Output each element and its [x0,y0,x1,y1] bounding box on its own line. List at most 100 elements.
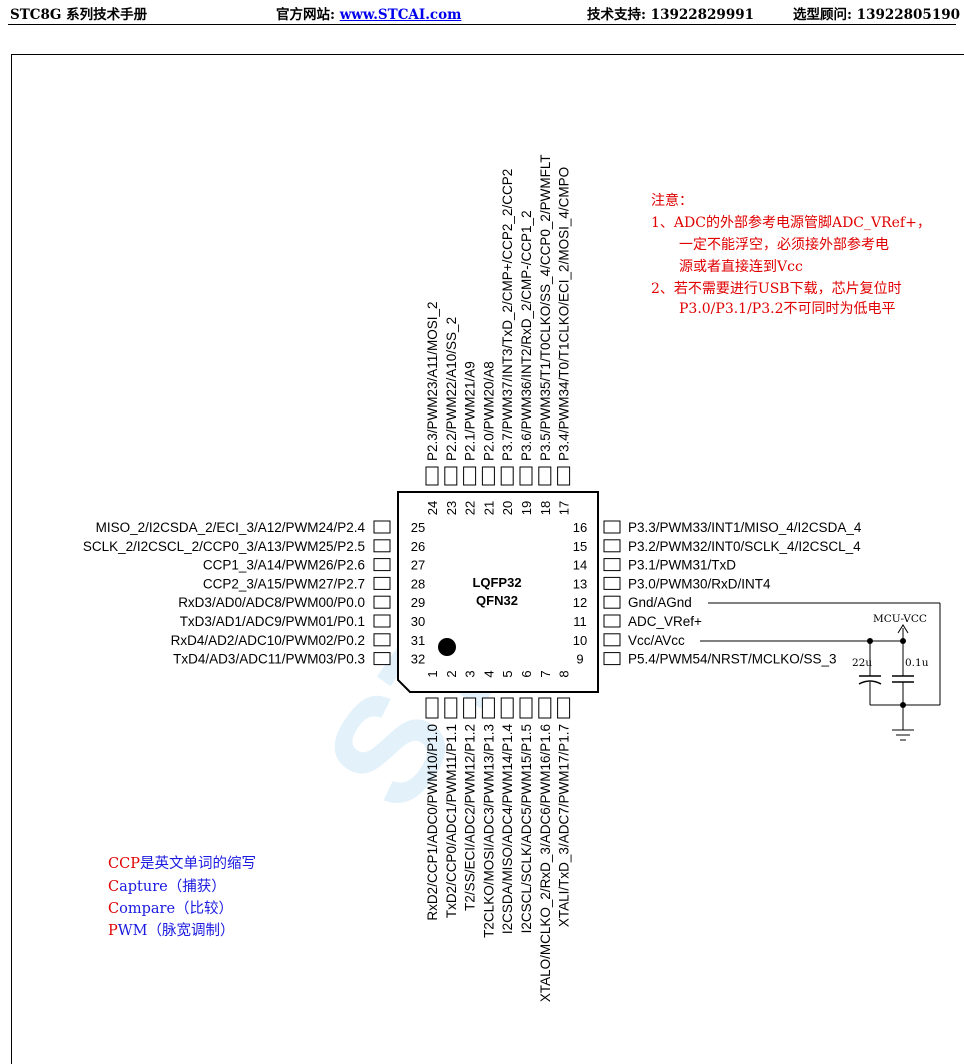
pin-5-lead [500,697,514,719]
legend-capture-initial: C [108,879,120,895]
pin-23-number: 23 [444,501,459,515]
pin-3-label: T2/SS/ECI/ADC2/PWM12/P1.2 [463,724,478,911]
legend-compare: Compare（比较） [108,898,233,920]
pin-9-label: P5.4/PWM54/NRST/MCLKO/SS_3 [628,652,837,667]
pin-29-number: 29 [411,595,425,610]
pin-27-number: 27 [411,558,425,573]
junction-vcc-cap [867,638,873,644]
pin-19-number: 19 [519,501,534,515]
website-label: 官方网站: [276,7,340,23]
pin-31-label: RxD4/AD2/ADC10/PWM02/P0.2 [171,633,365,648]
junction-vcc-net [900,638,906,644]
pin-25-number: 25 [411,520,425,535]
pin-13-label: P3.0/PWM30/RxD/INT4 [628,576,771,591]
pin-14-lead [603,558,621,572]
pin-15-label: P3.2/PWM32/INT0/SCLK_4/I2CSCL_4 [628,539,861,554]
note-line-3: 源或者直接连到Vcc [679,259,803,275]
pin-19-label: P3.6/PWM36/INT2/RxD_2/CMP-/CCP1_2 [519,210,534,461]
pin-32-lead [373,652,391,666]
pin-3-number: 3 [463,670,478,677]
header-divider [8,24,956,25]
pin-24-lead [425,466,439,486]
note-line-4: 2、若不需要进行USB下载，芯片复位时 [651,281,902,297]
chip-body [397,491,599,693]
pin-30-lead [373,614,391,628]
pin-24-label: P2.3/PWM23/A11/MOSI_2 [425,301,440,461]
pin-25-label: MISO_2/I2CSDA_2/ECI_3/A12/PWM24/P2.4 [96,520,366,535]
legend-pwm: PWM（脉宽调制） [108,920,235,942]
note-line-2: 一定不能浮空，必须接外部参考电 [679,237,889,253]
note-title: 注意： [651,193,693,209]
pin-12-lead [603,595,621,609]
pin-11-label: ADC_VRef+ [628,614,702,629]
pin-32-label: TxD4/AD3/ADC11/PWM03/P0.3 [173,652,365,667]
pin-10-label: Vcc/AVcc [628,633,685,648]
pin-10-lead [603,633,621,647]
pin-17-number: 17 [557,501,572,515]
pin-28-lead [373,576,391,590]
pin-2-number: 2 [444,670,459,677]
pin-10-number: 10 [573,633,587,648]
pin-8-lead [557,697,571,719]
chip-pins: 25MISO_2/I2CSDA_2/ECI_3/A12/PWM24/P2.426… [83,154,862,1002]
pin-21-label: P2.0/PWM20/A8 [481,361,496,461]
pin-6-lead [519,697,533,719]
package-label-1: LQFP32 [472,575,521,590]
pin-4-number: 4 [481,670,496,677]
pin-6-label: I2CSCL/SCLK/ADC5/PWM15/P1.5 [519,724,534,933]
website-link[interactable]: www.STCAI.com [339,7,462,23]
legend-ccp-text: 是英文单词的缩写 [139,856,256,872]
pin-23-label: P2.2/PWM22/A10/SS_2 [444,317,459,461]
pin-16-label: P3.3/PWM33/INT1/MISO_4/I2CSDA_4 [628,520,862,535]
pin-18-number: 18 [538,501,553,515]
pin-22-label: P2.1/PWM21/A9 [463,361,478,461]
pin-20-number: 20 [500,501,515,515]
diagram-frame [11,54,964,1064]
pin-6-number: 6 [519,670,534,677]
consultant-phone: 选型顾问: 13922805190 [793,7,961,23]
pin-1-label: RxD2/CCP1/ADC0/PWM10/P1.0 [425,724,440,921]
pin-9-lead [603,652,621,666]
page-header: STC8G 系列技术手册 官方网站: www.STCAI.com 技术支持: 1… [0,0,964,26]
pin-11-number: 11 [573,614,587,629]
pin-30-label: TxD3/AD1/ADC9/PWM01/P0.1 [180,614,365,629]
pin-30-number: 30 [411,614,425,629]
legend-ccp-abbr: CCP [108,856,140,872]
pin-1-lead [425,697,439,719]
note-line-5: P3.0/P3.1/P3.2不可同时为低电平 [679,301,896,317]
pin-28-number: 28 [411,576,425,591]
website-info: 官方网站: www.STCAI.com [276,3,461,23]
pin-2-lead [444,697,458,719]
pin-5-number: 5 [500,670,515,677]
pin-25-lead [373,520,391,534]
legend-capture: Capture（捕获） [108,876,226,898]
note-line-1: 1、ADC的外部参考电源管脚ADC_VRef+， [651,215,931,231]
cap-22u-label: 22u [852,657,872,669]
pin-26-lead [373,539,391,553]
pin-1-number: 1 [425,670,440,677]
pin-8-label: XTALI/TxD_3/ADC7/PWM17/P1.7 [557,724,572,927]
cap-0.1u-label: 0.1u [905,657,929,669]
pin-19-lead [519,466,533,486]
pin-27-lead [373,558,391,572]
pin-3-lead [463,697,477,719]
pin-20-lead [500,466,514,486]
pin-32-number: 32 [411,652,425,667]
pin-15-number: 15 [573,539,587,554]
pin-26-label: SCLK_2/I2CSCL_2/CCP0_3/A13/PWM25/P2.5 [83,539,365,554]
pin-26-number: 26 [411,539,425,554]
pin-18-label: P3.5/PWM35/T1/T0CLKO/SS_4/CCP0_2/PWMFLT [538,154,553,461]
pin-29-lead [373,595,391,609]
pin-12-label: Gnd/AGnd [628,595,692,610]
pin-7-lead [538,697,552,719]
legend-pwm-text: WM（脉宽调制） [117,923,235,939]
package-label-2: QFN32 [476,593,518,608]
pin-13-lead [603,576,621,590]
pin-7-number: 7 [538,670,553,677]
pin-4-lead [481,697,495,719]
pin-9-number: 9 [576,652,583,667]
pin-5-label: I2CSDA/MISO/ADC4/PWM14/P1.4 [500,724,515,935]
pin-21-lead [481,466,495,486]
pin-18-lead [538,466,552,486]
